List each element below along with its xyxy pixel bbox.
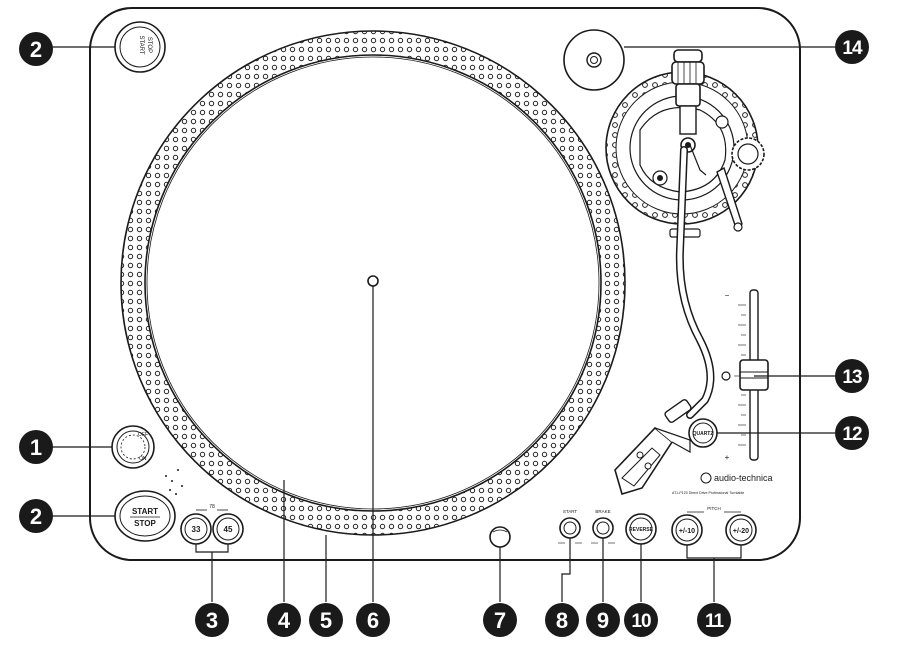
callout-13: 13 [835,359,869,393]
svg-text:3: 3 [206,608,218,633]
power-on-label: ON [139,456,147,462]
brake-knob-label: BRAKE [595,509,610,514]
svg-text:4: 4 [278,608,291,633]
arm-lift-lever[interactable] [716,166,743,232]
pitch-10-label: +/-10 [679,528,695,535]
callout-2-top: 2 [19,32,53,66]
start-stop-button-top[interactable]: START STOP [114,21,166,73]
platter [120,30,626,536]
callout-10: 10 [624,603,658,637]
spindle [367,275,379,287]
quartz-label: QUARTZ [693,431,714,437]
start-stop-button-bottom[interactable]: START STOP [114,490,176,542]
svg-text:6: 6 [367,608,379,633]
callout-14: 14 [835,30,869,64]
svg-text:8: 8 [556,608,568,633]
callout-6: 6 [356,603,390,637]
adapter-holder [563,29,625,91]
brake-speed-knob[interactable]: BRAKE [591,509,615,544]
speed-33-button[interactable]: 33 [180,513,212,545]
power-off-label: OFF [138,432,148,438]
pitch-20-label: +/-20 [733,528,749,535]
callout-2-bottom: 2 [19,499,53,533]
callout-9: 9 [586,603,620,637]
model-text: AT-LP120 Direct Drive Professional Turnt… [672,491,744,495]
pitch-center-led [721,371,731,381]
svg-text:2: 2 [30,37,42,62]
svg-text:9: 9 [597,608,609,633]
svg-text:5: 5 [320,608,332,633]
pitch-minus-label: − [725,291,730,300]
pitch-slider-knob[interactable] [739,359,769,391]
pitch-scale-ticks [734,304,746,446]
brand-area: audio-technica AT-LP120 Direct Drive Pro… [672,472,773,495]
pitch-plus-label: + [725,453,730,462]
callout-1: 1 [19,430,53,464]
pitch-10-button[interactable]: +/-10 [671,514,703,546]
callout-leader-lines [48,46,835,602]
power-knob[interactable]: OFF ON [111,425,155,469]
callout-11: 11 [697,603,731,637]
speed-group-label: 78 [209,504,215,510]
callout-7: 7 [483,603,517,637]
start-stop-top-line1: START [138,35,144,54]
anti-skate-dial[interactable] [731,137,765,171]
svg-text:7: 7 [494,608,506,633]
target-light-marks [165,469,183,495]
start-stop-bottom-line1: START [132,507,158,516]
callout-8: 8 [545,603,579,637]
brand-logo-icon [700,472,712,484]
svg-text:11: 11 [705,611,725,632]
headshell[interactable] [614,399,692,495]
reverse-label: REVERSE [629,527,654,533]
callout-5: 5 [309,603,343,637]
svg-text:2: 2 [30,504,42,529]
pitch-group-label: PITCH [707,506,721,511]
callout-4: 4 [267,603,301,637]
start-knob-label: START [563,509,578,514]
reverse-button[interactable]: REVERSE [625,513,657,545]
start-stop-bottom-line2: STOP [134,519,156,528]
callout-3: 3 [195,603,229,637]
svg-text:12: 12 [842,424,862,445]
speed-33-label: 33 [192,525,201,534]
callout-12: 12 [835,416,869,450]
speed-45-label: 45 [224,525,233,534]
svg-text:13: 13 [842,367,862,388]
start-stop-top-line2: STOP [146,37,152,53]
pitch-20-button[interactable]: +/-20 [725,514,757,546]
start-speed-knob[interactable]: START [558,509,582,544]
strobe-light [489,526,511,548]
speed-selector-group: 78 [196,504,228,511]
pitch-slider[interactable]: − + [721,289,769,462]
brand-name: audio-technica [714,473,773,483]
pitch-range-group: PITCH [687,506,741,513]
speed-45-button[interactable]: 45 [212,513,244,545]
tonearm[interactable] [675,144,715,419]
svg-text:14: 14 [842,38,863,59]
counterweight[interactable] [671,49,705,153]
svg-text:1: 1 [30,435,42,460]
svg-text:10: 10 [631,611,651,632]
quartz-button[interactable]: QUARTZ [688,418,718,448]
arm-rest [669,228,701,238]
